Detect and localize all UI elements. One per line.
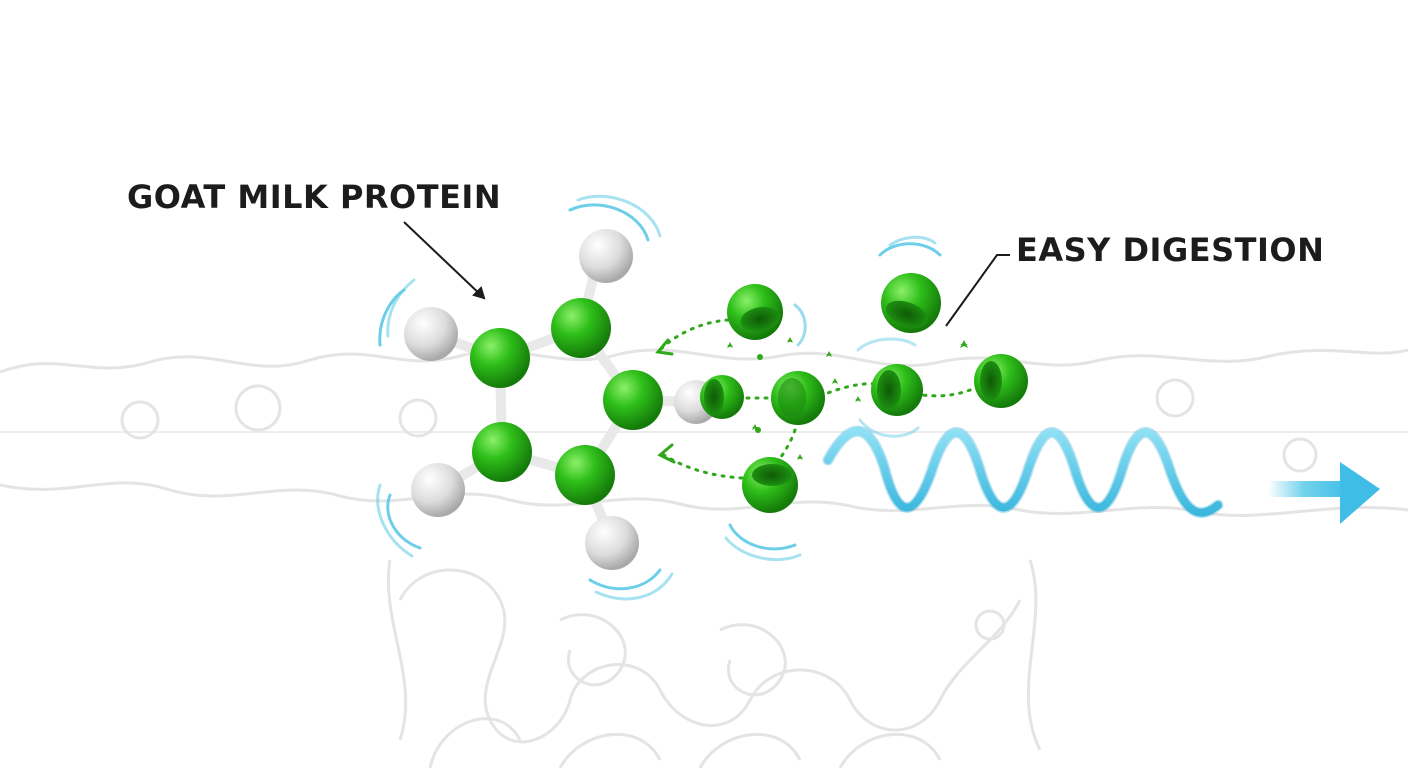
callout-arrowhead xyxy=(472,286,486,300)
protein-molecule-icon xyxy=(470,298,663,505)
motion-arcs xyxy=(376,194,942,601)
protein-callout-line xyxy=(403,221,485,299)
intestine-outline-icon xyxy=(0,348,1408,768)
fragment xyxy=(742,457,798,513)
fragment xyxy=(974,354,1028,408)
sparkles xyxy=(727,337,968,460)
fragment xyxy=(700,375,744,419)
fragment xyxy=(771,371,825,425)
fragment xyxy=(727,284,783,340)
white-atom xyxy=(579,229,633,283)
green-atom xyxy=(603,370,663,430)
green-atom xyxy=(555,445,615,505)
peptide-fragment-icon xyxy=(700,273,1028,513)
wave-icon xyxy=(822,425,1224,519)
digestion-callout-line xyxy=(945,254,1010,327)
green-atom xyxy=(472,422,532,482)
arrowheads xyxy=(655,338,676,464)
digestion-label: EASY DIGESTION xyxy=(1016,231,1325,269)
callout-lines xyxy=(403,221,1010,327)
arrow-right-icon xyxy=(1268,462,1380,524)
fragment xyxy=(881,273,941,333)
fragment xyxy=(871,364,923,416)
white-atom xyxy=(404,307,458,361)
white-atom xyxy=(411,463,465,517)
white-atom xyxy=(585,516,639,570)
green-atom xyxy=(551,298,611,358)
green-atom xyxy=(470,328,530,388)
protein-label: GOAT MILK PROTEIN xyxy=(127,178,502,216)
